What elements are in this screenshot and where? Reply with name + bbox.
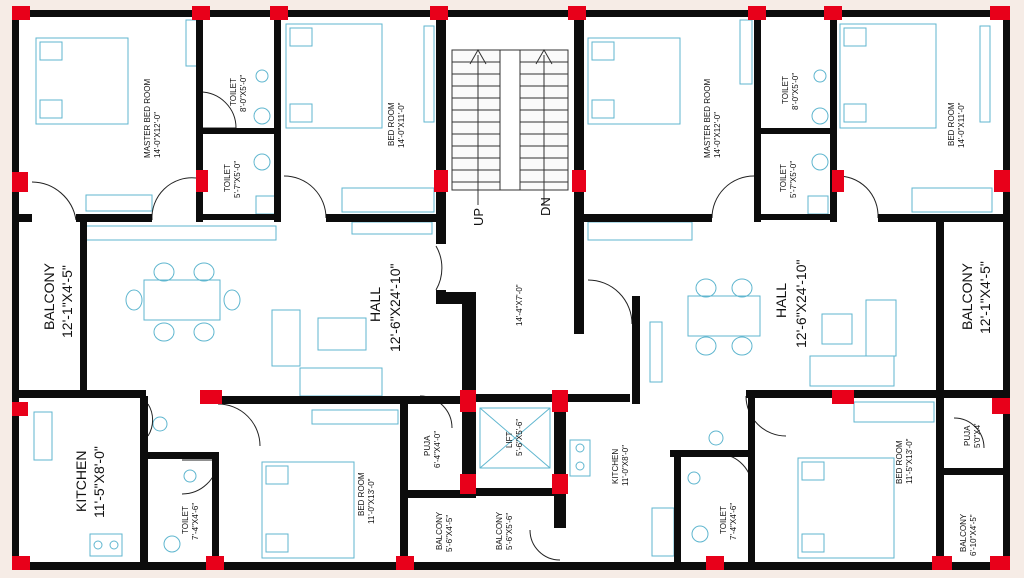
bed-icon [587,37,681,125]
stove-icon [89,533,123,557]
furniture [33,19,993,559]
sink-icon [33,411,53,461]
master-bed-left-size: 14'-0"X12'-0" [153,112,162,158]
stair-dn-label: DN [538,197,553,216]
wardrobe-icon [85,194,153,212]
toilet-icon [691,525,709,543]
toilet-icon [163,535,181,553]
balcony-right-size: 12'-1"X4'-5" [977,261,993,334]
bed-bottom-right-size: 11'-5"X13'-0" [905,438,914,484]
master-bed-right-size: 14'-0"X12'-0" [713,112,722,158]
bed-bottom-right-label: BED ROOM [895,440,904,484]
hall-right-label: HALL [773,283,789,318]
balcony-bottom-mid-label: BALCONY [495,511,504,550]
bed-icon [261,461,355,559]
balcony-bottom-mid-size: 5'-6"X5'-6" [505,513,514,550]
bed-icon [285,23,383,129]
bed-top-left-size: 14'-0"X11'-0" [397,102,406,148]
balcony-bottom-left-size: 5'-6"X4'-5" [445,515,454,552]
hall-left-label: HALL [367,287,383,322]
puja-left-size: 6'-4"X4'-0" [433,431,442,468]
toilet-top-right-b-label: TOILET [779,164,788,192]
bed-top-left-label: BED ROOM [387,102,396,146]
toilet-icon [253,107,271,125]
room-labels: MASTER BED ROOM 14'-0"X12'-0" TOILET 8'-… [41,73,993,556]
lift-car-icon [479,407,551,469]
toilet-top-right-a-size: 8'-0"X5'-0" [791,73,800,110]
lift-size: 5'-6"X5'-6" [515,419,524,456]
puja-right-size: 5'0"X4' [973,423,982,448]
wardrobe-icon [341,187,435,213]
puja-left-label: PUJA [423,435,432,456]
balcony-right-label: BALCONY [959,262,975,330]
balcony-bottom-right-label: BALCONY [959,513,968,552]
toilet-top-right-b-size: 5'-7"X5'-0" [789,161,798,198]
kitchen-right-size: 11'-0"X8'-0" [621,445,630,486]
toilet-icon [811,153,829,171]
bed-icon [35,37,129,125]
sofa-icon [271,309,301,367]
toilet-bottom-right-size: 7'-4"X4'-6" [729,503,738,540]
stove-icon [569,439,591,477]
toilet-top-left-b-size: 5'-7"X5'-0" [233,161,242,198]
bed-icon [839,23,937,129]
bed-top-right-size: 14'-0"X11'-0" [957,102,966,148]
stair-up-label: UP [471,208,486,226]
kitchen-left-label: KITCHEN [73,451,89,512]
dining-table-icon [143,279,221,321]
kitchen-right-label: KITCHEN [611,449,620,484]
dining-table-icon [687,295,761,337]
coffee-table-icon [317,317,367,351]
puja-right-label: PUJA [963,425,972,446]
coffee-table-icon [821,313,853,345]
bed-bottom-left-label: BED ROOM [357,472,366,516]
toilet-icon [811,107,829,125]
master-bed-left-label: MASTER BED ROOM [143,79,152,158]
wardrobe-icon [911,187,993,213]
lift-label: LIFT [505,431,514,448]
toilet-top-left-a-label: TOILET [229,78,238,106]
stair-size-label: 14'-4"X7'-0" [515,284,524,326]
toilet-bottom-left-label: TOILET [181,506,190,534]
hall-right-size: 12'-6"X24'-10" [793,260,809,348]
toilet-top-left-b-label: TOILET [223,164,232,192]
bed-icon [797,457,895,559]
staircase [451,48,569,205]
bed-top-right-label: BED ROOM [947,102,956,146]
balcony-bottom-right-size: 6'-10"X4'-5" [969,514,978,556]
balcony-left-label: BALCONY [41,262,57,330]
toilet-bottom-left-size: 7'-4"X4'-6" [191,503,200,540]
balcony-bottom-left-label: BALCONY [435,511,444,550]
hall-left-size: 12'-6"X24'-10" [387,264,403,352]
columns [12,6,1010,570]
toilet-top-right-a-label: TOILET [781,76,790,104]
kitchen-left-size: 11'-5"X8'-0" [91,446,107,518]
toilet-bottom-right-label: TOILET [719,506,728,534]
balcony-left-size: 12'-1"X4'-5" [59,265,75,338]
master-bed-right-label: MASTER BED ROOM [703,79,712,158]
toilet-icon [253,153,271,171]
bed-bottom-left-size: 11'-0"X13'-0" [367,478,376,524]
toilet-top-left-a-size: 8'-0"X5'-0" [239,75,248,112]
